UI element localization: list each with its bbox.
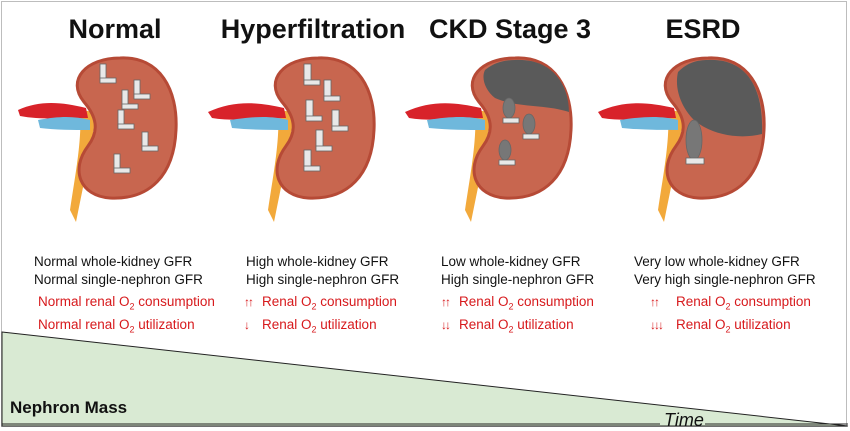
renal-artery (208, 103, 286, 120)
nephron-mass-label: Nephron Mass (10, 398, 128, 417)
fibrosis-region (483, 59, 569, 112)
kidney-illustration (405, 56, 573, 222)
renal-artery (405, 103, 483, 120)
decrease-arrows: ↓↓↓ (650, 317, 664, 332)
whole-kidney-gfr: Low whole-kidney GFR (441, 254, 581, 269)
nephron-glyphs (498, 97, 540, 166)
kidney-illustration (18, 56, 178, 222)
o2-consumption-row: ↑↑Renal O2 consumption (650, 294, 811, 312)
stage-title: Normal (68, 14, 162, 44)
o2-consumption-row: Normal renal O2 consumption (38, 294, 215, 312)
o2-text: ↑↑Renal O2 consumption ↓↓Renal O2 utiliz… (441, 293, 594, 338)
kidney-illustration (208, 56, 376, 222)
nephron-mass-area (1, 331, 849, 427)
increase-arrows: ↑↑ (244, 295, 254, 309)
single-nephron-gfr: Normal single-nephron GFR (34, 272, 203, 287)
whole-kidney-gfr: High whole-kidney GFR (246, 254, 389, 269)
stage-hyperfiltration: Hyperfiltration High whole-kidney GFR Hi… (208, 0, 418, 334)
o2-utilization-row: ↓↓Renal O2 utilization (441, 316, 574, 335)
renal-vein (38, 117, 90, 130)
kidney-illustration (598, 56, 766, 222)
o2-consumption-row: ↑↑Renal O2 consumption (244, 294, 397, 312)
o2-utilization-row: Normal renal O2 utilization (38, 316, 195, 335)
renal-vein (620, 117, 678, 130)
stage-normal: Normal Normal whole-kidney GFR Normal si… (10, 0, 220, 334)
time-label: Time (664, 410, 704, 430)
decrease-arrows: ↓↓ (441, 317, 451, 332)
single-nephron-gfr: Very high single-nephron GFR (634, 272, 816, 287)
nephron-glyphs (303, 63, 349, 172)
increase-arrows: ↑↑ (650, 295, 660, 309)
single-nephron-gfr: High single-nephron GFR (246, 272, 400, 287)
whole-kidney-gfr: Very low whole-kidney GFR (634, 254, 800, 269)
renal-vein (427, 117, 485, 130)
o2-utilization-row: ↓↓↓Renal O2 utilization (650, 316, 791, 335)
gfr-text: Low whole-kidney GFR High single-nephron… (441, 253, 594, 289)
decrease-arrows: ↓ (244, 317, 250, 332)
o2-text: ↑↑Renal O2 consumption ↓↓↓Renal O2 utili… (650, 293, 811, 338)
o2-utilization-row: ↓Renal O2 utilization (244, 316, 377, 335)
o2-consumption-row: ↑↑Renal O2 consumption (441, 294, 594, 312)
o2-text: Normal renal O2 consumption Normal renal… (38, 293, 215, 338)
stage-title: CKD Stage 3 (428, 14, 592, 44)
renal-artery (598, 103, 676, 120)
fibrosis-region (676, 59, 763, 137)
stage-ckd3: CKD Stage 3 Low whole-kidney GFR High si… (405, 0, 615, 334)
whole-kidney-gfr: Normal whole-kidney GFR (34, 254, 193, 269)
gfr-text: High whole-kidney GFR High single-nephro… (246, 253, 399, 289)
renal-artery (18, 103, 88, 119)
nephron-glyphs (685, 119, 705, 165)
kidney-body (273, 56, 376, 200)
increase-arrows: ↑↑ (441, 295, 451, 309)
single-nephron-gfr: High single-nephron GFR (441, 272, 595, 287)
gfr-text: Very low whole-kidney GFR Very high sing… (634, 253, 816, 289)
stage-title: ESRD (665, 14, 741, 44)
renal-vein (230, 117, 288, 130)
nephron-glyphs (99, 63, 159, 174)
stage-esrd: ESRD Very low whole-kidney GFR Very high… (598, 0, 816, 334)
gfr-text: Normal whole-kidney GFR Normal single-ne… (34, 253, 203, 289)
o2-text: ↑↑Renal O2 consumption ↓Renal O2 utiliza… (244, 293, 397, 338)
stage-title: Hyperfiltration (220, 14, 406, 44)
